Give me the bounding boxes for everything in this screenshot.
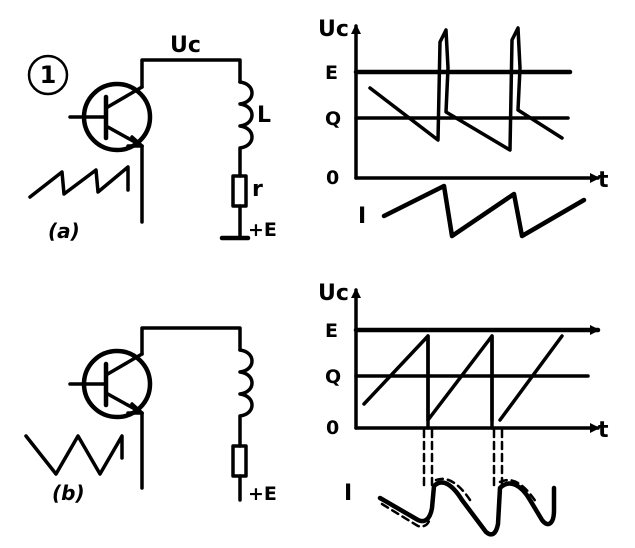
inductor-b (238, 348, 254, 448)
circuit-b: +E (b) (24, 326, 277, 505)
level-0-label-a: 0 (326, 167, 339, 189)
graph-b: Uc t E Q 0 I (318, 281, 609, 537)
circuit-a: 1 Uc L r +E (a) (27, 33, 277, 243)
collector-voltage-a (368, 26, 564, 152)
supply-label-a: +E (248, 219, 277, 241)
transistor-b (68, 348, 153, 420)
level-Q-label-b: Q (325, 366, 341, 388)
x-axis-label-a: t (598, 168, 609, 193)
caption-b: (b) (52, 481, 85, 505)
inductor-label-a: L (257, 103, 271, 128)
figure-number-badge: 1 (27, 54, 69, 96)
y-axis-label-b: Uc (318, 281, 349, 306)
collector-wire-b (140, 326, 242, 356)
figure-number: 1 (40, 61, 57, 89)
caption-a: (a) (48, 219, 80, 243)
supply-label-b: +E (248, 483, 277, 505)
collector-voltage-b (362, 334, 564, 422)
resistor-label-a: r (252, 177, 263, 202)
level-0-label-b: 0 (326, 417, 339, 439)
current-waveform-b (377, 480, 557, 537)
projection-dashes-b (422, 428, 504, 492)
transistor-a (68, 81, 153, 153)
x-axis-label-b: t (598, 418, 609, 443)
collector-wire-a (140, 58, 242, 89)
collector-label-a: Uc (170, 33, 201, 58)
current-waveform-a (381, 183, 587, 239)
current-label-b: I (344, 481, 352, 506)
input-sawtooth-a (28, 165, 130, 199)
input-waveform-b (24, 434, 124, 476)
resistor-a (231, 174, 248, 208)
inductor-a (238, 80, 254, 178)
level-Q-label-a: Q (325, 108, 341, 130)
resistor-b (231, 444, 248, 478)
y-axis-label-a: Uc (318, 17, 349, 42)
level-E-label-b: E (325, 320, 338, 342)
current-label-a: I (358, 204, 366, 229)
level-E-label-a: E (325, 62, 338, 84)
graph-a: Uc t E Q 0 I (318, 17, 609, 239)
current-dashed-b (380, 477, 538, 528)
